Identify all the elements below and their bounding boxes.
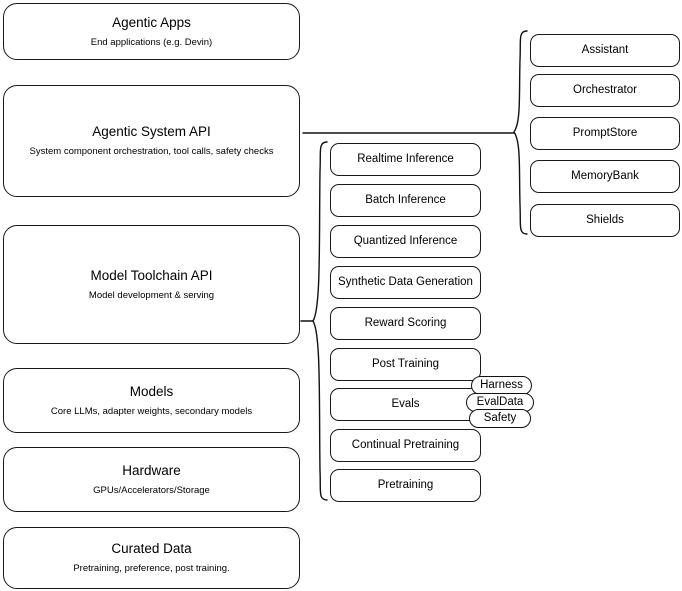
capability-post-training[interactable]: Post Training [330,348,481,381]
layer-curated-data[interactable]: Curated Data Pretraining, preference, po… [3,527,300,589]
component-label: Assistant [581,44,629,57]
layer-subtitle: GPUs/Accelerators/Storage [93,484,210,496]
layer-agentic-apps[interactable]: Agentic Apps End applications (e.g. Devi… [3,3,300,60]
capability-label: Pretraining [377,479,434,492]
layer-agentic-system-api[interactable]: Agentic System API System component orch… [3,85,300,197]
capability-synthetic-data-generation[interactable]: Synthetic Data Generation [330,266,481,299]
layer-title: Agentic System API [92,124,211,140]
component-promptstore[interactable]: PromptStore [530,117,680,150]
layer-title: Model Toolchain API [90,267,213,283]
layer-title: Agentic Apps [112,14,191,30]
capability-realtime-inference[interactable]: Realtime Inference [330,143,481,176]
eval-badge-label: EvalData [476,395,524,408]
eval-badge-safety[interactable]: Safety [469,409,531,428]
capability-label: Batch Inference [365,194,446,207]
component-label: PromptStore [572,127,638,140]
brace-toolchain-capabilities [312,141,328,501]
capability-continual-pretraining[interactable]: Continual Pretraining [330,429,481,462]
layer-hardware[interactable]: Hardware GPUs/Accelerators/Storage [3,447,300,512]
layer-subtitle: Core LLMs, adapter weights, secondary mo… [50,405,253,417]
capability-evals[interactable]: Evals [330,388,481,421]
component-orchestrator[interactable]: Orchestrator [530,74,680,107]
capability-label: Quantized Inference [353,235,458,248]
layer-models[interactable]: Models Core LLMs, adapter weights, secon… [3,368,300,433]
capability-quantized-inference[interactable]: Quantized Inference [330,225,481,258]
capability-label: Synthetic Data Generation [338,276,473,289]
capability-label: Post Training [371,358,440,371]
layer-title: Models [129,383,174,399]
component-label: MemoryBank [571,170,639,183]
layer-subtitle: Pretraining, preference, post training. [73,563,230,574]
eval-badge-label: Safety [483,411,517,424]
capability-pretraining[interactable]: Pretraining [330,469,481,502]
capability-reward-scoring[interactable]: Reward Scoring [330,307,481,340]
component-shields[interactable]: Shields [530,204,680,237]
layer-model-toolchain-api[interactable]: Model Toolchain API Model development & … [3,225,300,344]
component-label: Shields [586,214,624,227]
brace-system-components [513,30,528,235]
eval-badge-label: Harness [480,378,523,391]
capability-label: Evals [391,398,420,411]
layer-subtitle: System component orchestration, tool cal… [29,146,274,157]
component-label: Orchestrator [573,84,637,97]
layer-subtitle: End applications (e.g. Devin) [90,36,213,48]
capability-label: Continual Pretraining [351,439,460,452]
component-assistant[interactable]: Assistant [530,34,680,67]
capability-label: Realtime Inference [357,153,454,166]
layer-title: Curated Data [111,541,192,557]
capability-label: Reward Scoring [364,317,447,330]
layer-title: Hardware [122,462,181,478]
component-memorybank[interactable]: MemoryBank [530,160,680,193]
capability-batch-inference[interactable]: Batch Inference [330,184,481,217]
layer-subtitle: Model development & serving [88,289,215,301]
